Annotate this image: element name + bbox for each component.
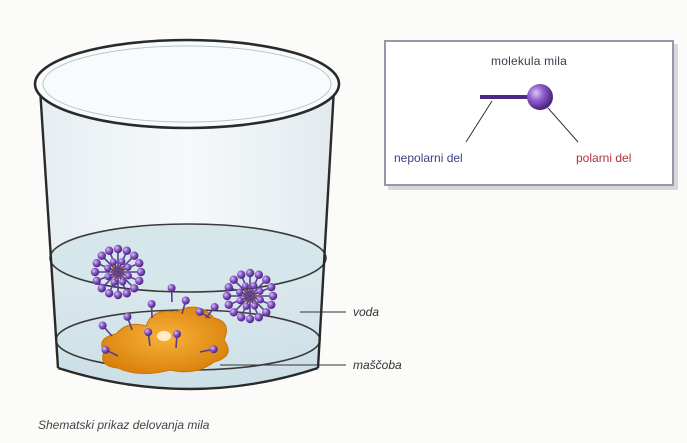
micelle-right-molecule-head <box>223 292 231 300</box>
fat-surface-molecule-head <box>173 330 181 338</box>
micelle-left-molecule-head <box>114 291 122 299</box>
micelle-right-molecule-head <box>237 313 245 321</box>
micelle-right-molecule-head <box>225 301 233 309</box>
micelle-right-molecule-head <box>225 283 233 291</box>
micelle-right-molecule-head <box>262 276 270 284</box>
micelle-right-molecule-head <box>262 308 270 316</box>
micelle-right-molecule-head <box>269 292 277 300</box>
loose-molecule-head <box>196 308 204 316</box>
water-label: voda <box>353 305 379 319</box>
micelle-right-inner-molecule-head <box>251 302 258 309</box>
nonpolar-label: nepolarni del <box>394 151 463 165</box>
fat-surface-molecule-head <box>144 328 152 336</box>
micelle-left-inner-molecule-head <box>119 278 126 285</box>
micelle-left-inner-molecule-head <box>125 272 132 279</box>
micelle-right-molecule-head <box>255 313 263 321</box>
micelle-left-molecule-head <box>105 289 113 297</box>
polar-label: polarni del <box>576 151 631 165</box>
fat-surface-molecule-head <box>211 303 219 311</box>
micelle-right-inner-molecule-head <box>236 297 243 304</box>
water-surface <box>50 224 326 292</box>
micelle-right-molecule-head <box>230 308 238 316</box>
micelle-right-inner-molecule-head <box>256 288 263 295</box>
fat-surface-molecule-head <box>101 346 109 354</box>
micelle-right-inner-molecule-head <box>257 296 264 303</box>
micelle-right-molecule-head <box>255 271 263 279</box>
caption: Shematski prikaz delovanja mila <box>38 418 209 432</box>
micelle-right-inner-molecule-head <box>250 282 257 289</box>
fat-surface-molecule-head <box>99 322 107 330</box>
micelle-left-inner-molecule-head <box>124 264 131 271</box>
legend-title: molekula mila <box>386 54 672 68</box>
micelle-left-molecule-head <box>98 252 106 260</box>
micelle-left-molecule-head <box>123 289 131 297</box>
micelle-left-inner-molecule-head <box>111 279 118 286</box>
fat-surface-molecule-head <box>210 345 218 353</box>
fat-surface-molecule-head <box>123 313 131 321</box>
micelle-right-molecule-head <box>237 271 245 279</box>
legend-box: molekula mila nepolarni del polarni del <box>384 40 674 186</box>
micelle-left-molecule-head <box>91 268 99 276</box>
fat-label: maščoba <box>353 358 402 372</box>
micelle-right-inner-molecule-head <box>243 303 250 310</box>
micelle-left-molecule-head <box>135 259 143 267</box>
micelle-right-inner-molecule-head <box>236 289 243 296</box>
micelle-left-inner-molecule-head <box>110 258 117 265</box>
micelle-right-molecule-head <box>267 301 275 309</box>
micelle-right-inner-molecule-head <box>242 282 249 289</box>
micelle-left-molecule-head <box>114 245 122 253</box>
micelle-left-inner-molecule-head <box>104 273 111 280</box>
micelle-left-molecule-head <box>130 252 138 260</box>
micelle-left-molecule-head <box>105 247 113 255</box>
micelle-right-molecule-head <box>267 283 275 291</box>
micelle-left-inner-molecule-head <box>118 258 125 265</box>
micelle-right-molecule-head <box>246 269 254 277</box>
micelle-right-molecule-head <box>230 276 238 284</box>
micelle-left-molecule-head <box>93 277 101 285</box>
micelle-left-molecule-head <box>130 284 138 292</box>
fat-surface-molecule-head <box>148 300 156 308</box>
micelle-left-molecule-head <box>135 277 143 285</box>
micelle-left-molecule-head <box>98 284 106 292</box>
micelle-left-molecule-head <box>137 268 145 276</box>
loose-molecule-head <box>168 284 176 292</box>
micelle-right-molecule-head <box>246 315 254 323</box>
micelle-left-molecule-head <box>93 259 101 267</box>
beaker-rim <box>35 40 339 128</box>
fat-surface-molecule-head <box>182 297 190 305</box>
micelle-left-inner-molecule-head <box>104 265 111 272</box>
micelle-left-molecule-head <box>123 247 131 255</box>
